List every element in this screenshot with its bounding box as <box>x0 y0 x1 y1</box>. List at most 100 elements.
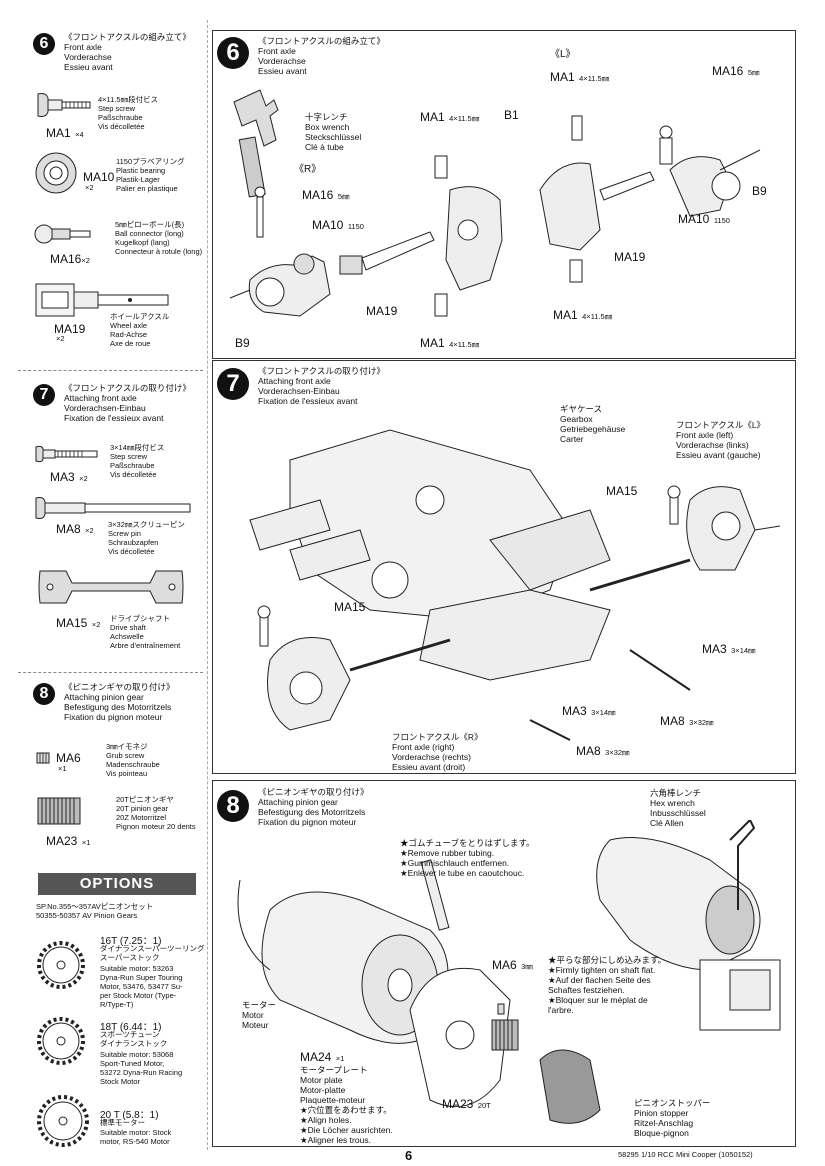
part-size: 5㎜ <box>337 192 350 201</box>
panel-step8 <box>212 780 796 1147</box>
footer-code: 58295 1/10 RCC Mini Cooper (1050152) <box>618 1150 753 1159</box>
part-code: MA8 <box>56 522 81 536</box>
part-label-ma24: MA24 <box>300 1050 332 1064</box>
options-banner: OPTIONS <box>38 873 196 895</box>
part-label-ma6: MA6 <box>492 958 517 972</box>
part-desc: 3×32㎜スクリューピン Screw pin Schraubzapfen Vis… <box>108 520 185 556</box>
step-screw-icon <box>35 445 98 463</box>
side-l-label: 《L》 <box>550 49 576 60</box>
part-qty: ×2 <box>56 334 65 343</box>
part-size: 5㎜ <box>747 68 760 77</box>
part-label-ma1: MA1 <box>420 110 445 124</box>
part-label-ma23: MA23 <box>442 1097 474 1111</box>
part-label-ma16: MA16 <box>712 64 744 78</box>
step-title: 《フロントアクスルの取り付け》 Attaching front axle Vor… <box>64 383 191 423</box>
gear-18t-icon <box>37 1017 85 1065</box>
option-text: Suitable motor: 53068 Sport-Tuned Motor,… <box>100 1050 183 1086</box>
options-header: SP.No.355〜357AVピニオンセット 50355-50357 AV Pi… <box>36 902 154 920</box>
screw-pin-icon <box>35 497 191 519</box>
step-title: 《ピニオンギヤの取り付け》 Attaching pinion gear Befe… <box>258 787 369 827</box>
part-qty: ×1 <box>81 838 91 847</box>
part-size: 3×14㎜ <box>591 708 616 717</box>
part-code: MA15 <box>56 616 88 630</box>
gear-20t-icon <box>37 1095 89 1147</box>
part-desc: 3×14㎜段付ビス Step screw Paßschraube Vis déc… <box>110 443 165 479</box>
part-label-ma10: MA10 <box>678 212 710 226</box>
column-divider <box>207 20 208 1150</box>
part-code: MA23 <box>46 834 78 848</box>
part-qty: ×2 <box>85 526 94 535</box>
option-jp: ダイナランスーパーツーリング スーパーストック <box>100 944 205 962</box>
part-size: 3×32㎜ <box>689 718 714 727</box>
step-number-badge: 6 <box>33 33 55 55</box>
part-label-ma10: MA10 <box>312 218 344 232</box>
page-number: 6 <box>405 1148 413 1163</box>
part-size: 4×11.5㎜ <box>582 312 613 321</box>
part-qty: ×2 <box>91 620 101 629</box>
part-label-ma16: MA16 <box>302 188 334 202</box>
part-size: 3×14㎜ <box>731 646 756 655</box>
part-label-ma8: MA8 <box>576 744 601 758</box>
part-qty: ×1 <box>335 1054 345 1063</box>
part-size: 3×32㎜ <box>605 748 630 757</box>
option-title: 16T (7.25：1) <box>100 936 162 947</box>
panel-step6 <box>212 30 796 359</box>
pinion-gear-icon <box>37 797 81 825</box>
step-number-badge: 6 <box>217 37 249 69</box>
part-label-ma1: MA1 <box>553 308 578 322</box>
part-label-ma3: MA3 <box>562 704 587 718</box>
option-title: 18T (6.44：1) <box>100 1022 162 1033</box>
step-number-badge: 7 <box>217 368 249 400</box>
option-text: Suitable motor: 53263 Dyna-Run Super Tou… <box>100 964 183 1009</box>
part-size: 3㎜ <box>521 962 533 971</box>
step-number-badge: 7 <box>33 384 55 406</box>
part-label-b9: B9 <box>235 336 250 350</box>
front-axle-right-label: フロントアクスル《R》 Front axle (right) Vorderach… <box>392 732 483 772</box>
step-title: 《フロントアクスルの組み立て》 Front axle Vorderachse E… <box>258 36 385 76</box>
step-number-badge: 8 <box>217 790 249 822</box>
part-label-b1: B1 <box>504 108 519 122</box>
option-jp: 標準モーター <box>100 1118 145 1127</box>
ball-connector-icon <box>34 224 91 244</box>
part-label-ma8: MA8 <box>660 714 685 728</box>
part-qty: ×4 <box>75 130 84 139</box>
divider <box>18 370 203 371</box>
step-title: 《ピニオンギヤの取り付け》 Attaching pinion gear Befe… <box>64 682 175 722</box>
part-code: MA16 <box>50 252 82 266</box>
option-title: 20 T (5.8：1) <box>100 1110 159 1121</box>
part-desc: 1150プラベアリング Plastic bearing Plastik-Lage… <box>116 157 185 193</box>
grub-screw-icon <box>36 752 50 764</box>
front-axle-assembly-illustration <box>229 89 761 317</box>
step-number-badge: 8 <box>33 683 55 705</box>
tighten-note: ★平らな部分にしめ込みます。 ★Firmly tighten on shaft … <box>548 955 667 1015</box>
front-axle-left-label: フロントアクスル《L》 Front axle (left) Vorderachs… <box>676 420 766 460</box>
option-jp: スポーツチューン ダイナランストック <box>100 1030 168 1048</box>
part-qty: ×2 <box>79 474 88 483</box>
box-wrench-label: 十字レンチ Box wrench Steckschlüssel Clé à tu… <box>305 112 362 152</box>
motor-label: モーター Motor Moteur <box>242 1000 277 1030</box>
part-label-b9: B9 <box>752 184 767 198</box>
part-code: MA19 <box>54 322 86 336</box>
part-desc: 5㎜ピローボール(長) Ball connector (long) Kugelk… <box>115 220 203 256</box>
step-screw-icon <box>37 93 91 117</box>
part-code: MA1 <box>46 126 71 140</box>
part-desc: 20Tピニオンギヤ 20T pinion gear 20Z Motorritze… <box>116 795 196 831</box>
wheel-axle-icon <box>35 283 169 317</box>
part-desc: 4×11.5㎜段付ビス Step screw Paßschraube Vis d… <box>98 95 159 131</box>
part-qty: ×2 <box>85 183 94 192</box>
divider <box>18 672 203 673</box>
motor-pinion-illustration <box>237 820 781 1124</box>
part-size: 1150 <box>713 216 730 225</box>
step-title: 《フロントアクスルの取り付け》 Attaching front axle Vor… <box>258 366 385 406</box>
part-label-ma3: MA3 <box>702 642 727 656</box>
pinion-stopper-label: ピニオンストッパー Pinion stopper Ritzel-Anschlag… <box>634 1098 711 1138</box>
part-label-ma19: MA19 <box>366 304 398 318</box>
part-size: 20T <box>477 1101 491 1110</box>
part-label-ma15: MA15 <box>334 600 366 614</box>
part-label-ma15: MA15 <box>606 484 638 498</box>
side-r-label: 《R》 <box>294 164 322 175</box>
part-code: MA3 <box>50 470 75 484</box>
drive-shaft-icon <box>38 570 184 604</box>
part-code: MA6 <box>56 751 81 765</box>
part-label-ma1: MA1 <box>550 70 575 84</box>
